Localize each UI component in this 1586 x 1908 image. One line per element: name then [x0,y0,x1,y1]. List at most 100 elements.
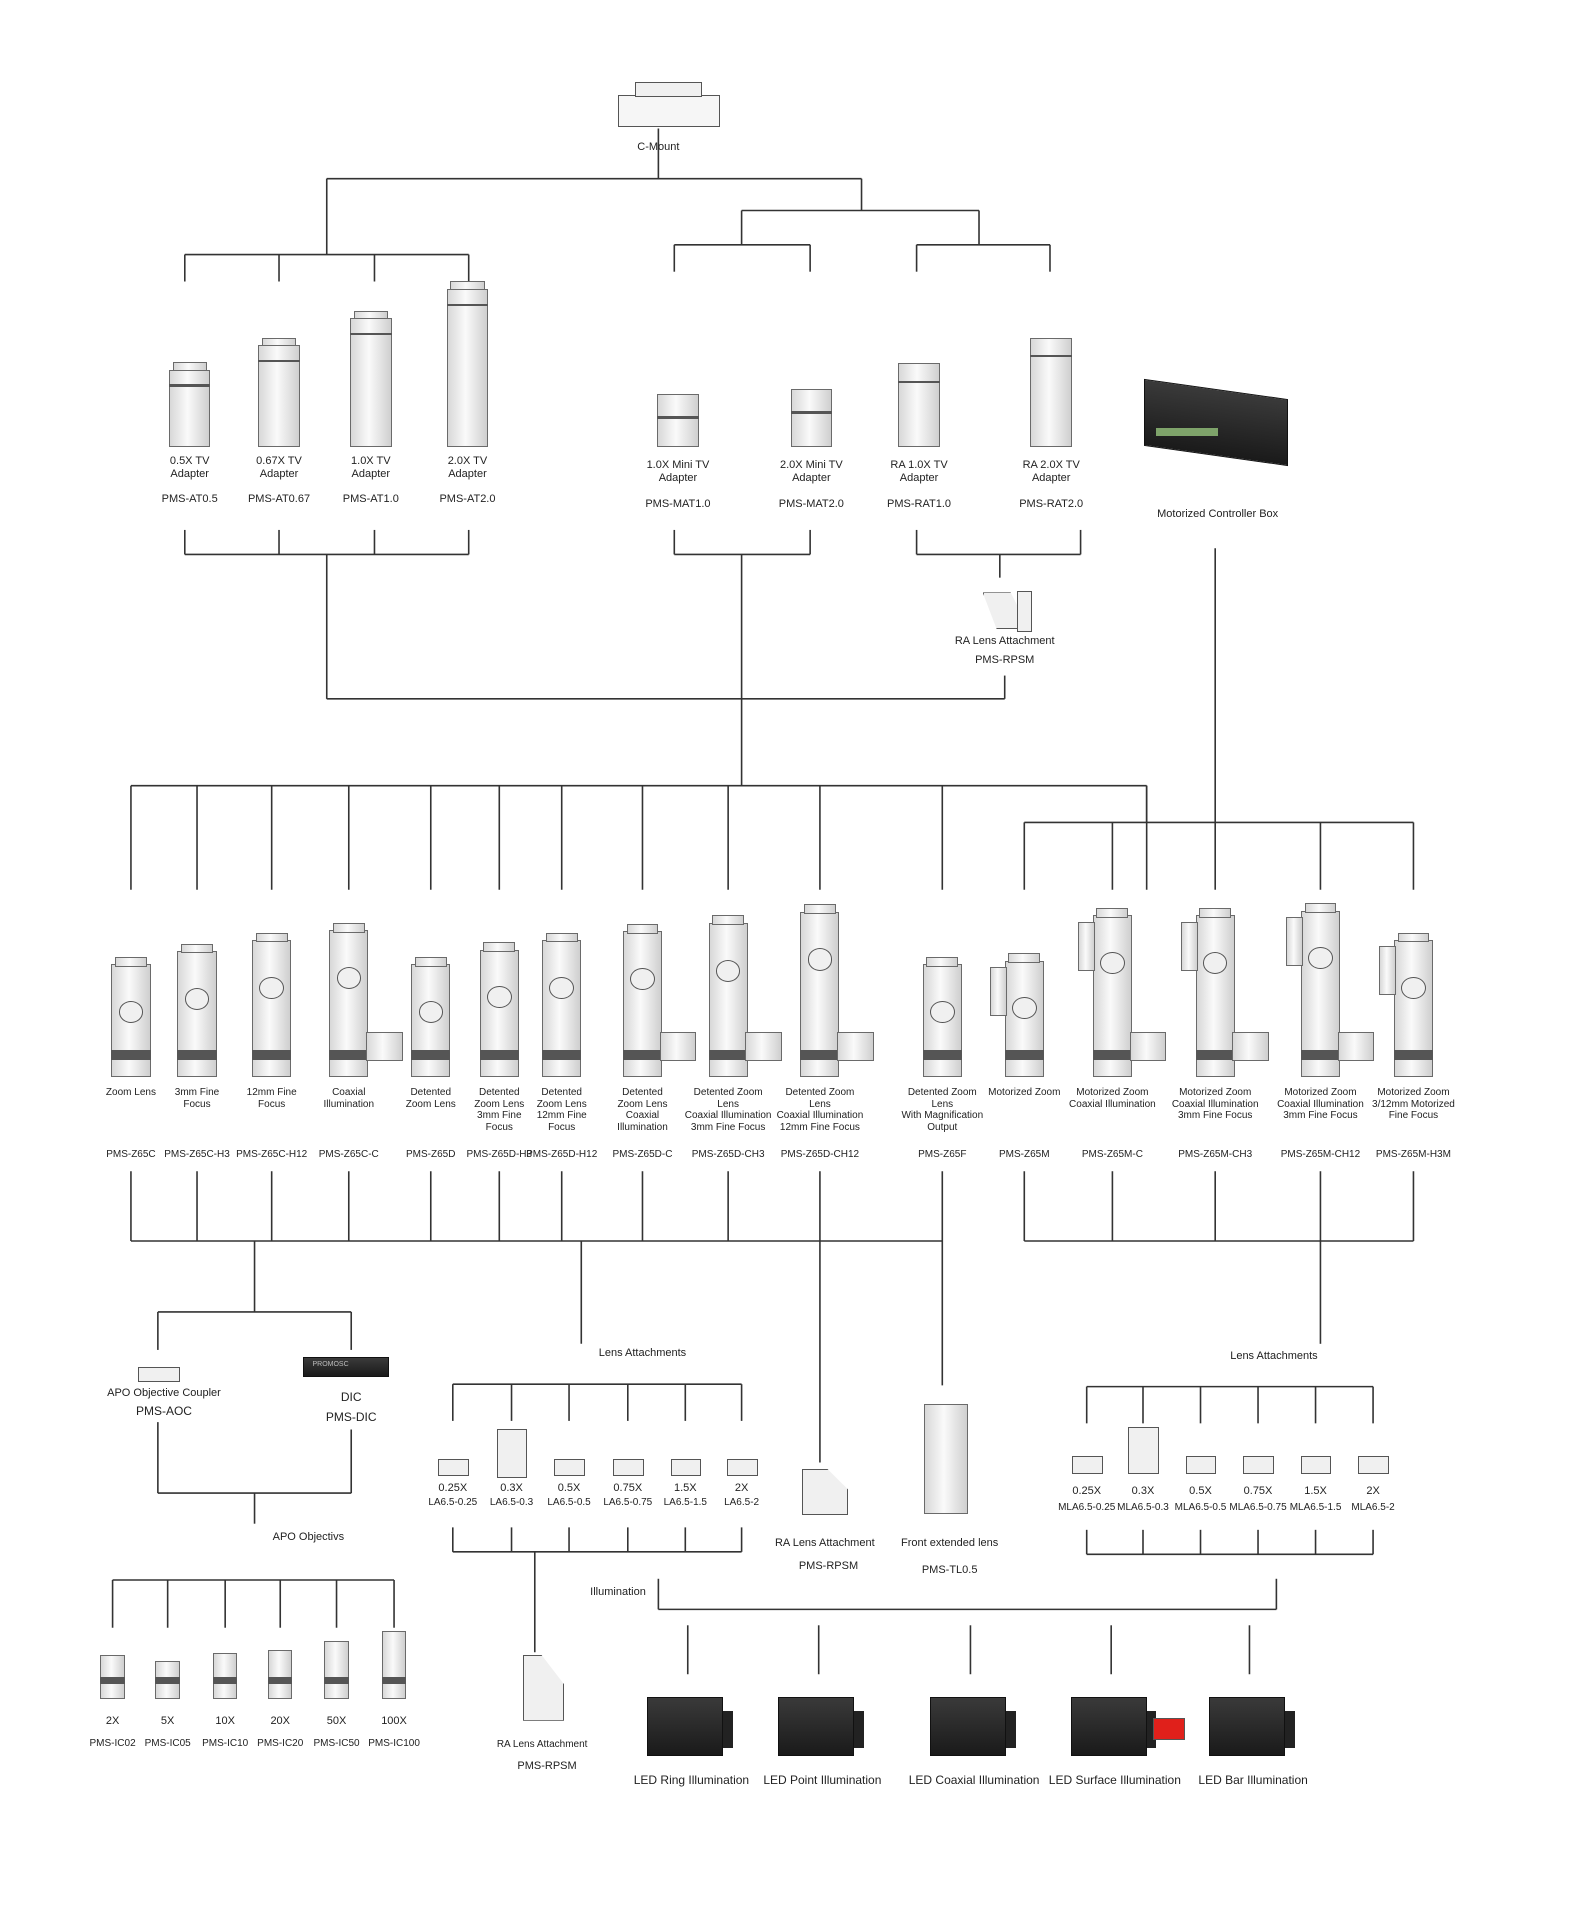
ra-attach-top-flange [1016,591,1032,632]
zoom-lens-5-code-line: PMS-Z65D [406,1149,456,1161]
zoom-lens-12-code: PMS-Z65M [969,1149,1079,1161]
zoom-lens-12-window [1012,997,1037,1020]
lens-attach-right-1-code: MLA6.5-0.25 [1052,1502,1122,1514]
mini-tv-1-device [657,394,699,447]
tv-adapter-4-name-line: Adapter [448,468,487,481]
lens-attach-right-label-line: Lens Attachments [1230,1349,1318,1362]
ra-attach-top-name-line: RA Lens Attachment [954,635,1055,648]
c-mount-label-line: C-Mount [637,140,680,153]
tv-adapter-4-band [446,303,489,306]
tv-adapter-2-code-line: PMS-AT0.67 [247,493,311,506]
zoom-lens-15-window [1308,947,1333,970]
zoom-lens-6-name-line: Detented [478,1086,520,1098]
ra-tv-1-code: PMS-RAT1.0 [864,498,974,511]
zoom-lens-14-coax-port [1232,1031,1270,1062]
zoom-lens-10-window [807,948,833,971]
zoom-lens-8-cap [626,924,659,934]
controller-label: Motorized Controller Box [1128,508,1308,521]
zoom-lens-16-code-line: PMS-Z65M-H3M [1375,1149,1451,1161]
apo-objectives-label: APO Objectivs [248,1531,368,1544]
apo-coupler-device [138,1367,180,1382]
illum-3-controller [930,1697,1006,1757]
zoom-lens-3-code-line: PMS-Z65C-H12 [236,1149,308,1161]
illum-5-name: LED Bar Illumination [1168,1773,1338,1787]
zoom-lens-9-code-line: PMS-Z65D-CH3 [691,1149,765,1161]
zoom-lens-15-cap [1304,903,1337,913]
lens-attach-left-5-code-line: LA6.5-1.5 [663,1496,707,1508]
lens-attach-left-2-code: LA6.5-0.3 [477,1497,547,1509]
zoom-lens-7-grip [542,1050,582,1060]
zoom-lens-15-body [1300,910,1341,1077]
objective-6-code: PMS-IC100 [359,1738,429,1750]
lens-attach-left-1-mag: 0.25X [418,1482,488,1495]
zoom-lens-2-code-line: PMS-Z65C-H3 [164,1149,230,1161]
lens-attach-right-4-code-line: MLA6.5-0.75 [1229,1501,1287,1513]
ra-attach-mid-name: RA Lens Attachment [740,1537,910,1550]
illumination-label: Illumination [568,1586,668,1599]
zoom-lens-16-name-line: Motorized Zoom [1377,1086,1450,1098]
zoom-lens-10-cap [804,904,836,915]
ra-tv-1-device [898,363,940,447]
zoom-lens-1-code-line: PMS-Z65C [106,1149,156,1161]
lens-attach-left-6-mag-line: 2X [734,1482,749,1495]
objective-3-mag-line: 10X [215,1714,235,1727]
lens-attach-right-3-mag-line: 0.5X [1189,1484,1212,1497]
dic-code: PMS-DIC [301,1410,401,1424]
zoom-lens-4-coax-port [365,1031,403,1062]
illum-4-name-line: LED Surface Illumination [1048,1773,1181,1788]
zoom-lens-14-grip [1195,1050,1235,1060]
zoom-lens-16-window [1401,976,1426,999]
zoom-lens-12-cap [1008,953,1041,964]
objective-5-code-line: PMS-IC50 [313,1737,360,1749]
mini-tv-2-name-line: 2.0X Mini TV [779,458,843,471]
dic-name-line: DIC [340,1390,362,1405]
zoom-lens-14-body [1195,915,1235,1077]
tv-adapter-4-code-line: PMS-AT2.0 [439,493,496,506]
zoom-lens-3-name-line: Focus [258,1098,286,1110]
zoom-lens-7-code: PMS-Z65D-H12 [507,1149,617,1161]
lens-attach-right-5-code: MLA6.5-1.5 [1281,1502,1351,1514]
ra-attach-top-code: PMS-RPSM [925,654,1085,667]
ra-attach-mid-name-line: RA Lens Attachment [774,1537,875,1550]
mini-tv-2-code: PMS-MAT2.0 [756,498,866,511]
illum-3-name-line: LED Coaxial Illumination [908,1773,1040,1788]
lens-attach-left-1-device [438,1458,469,1476]
lens-attach-left-5-code: LA6.5-1.5 [650,1497,720,1509]
zoom-lens-6-cap [483,942,516,953]
illum-4-controller [1070,1697,1147,1757]
mini-tv-1-code-line: PMS-MAT1.0 [645,498,711,511]
zoom-lens-4-grip [329,1050,369,1060]
objective-6-code-line: PMS-IC100 [368,1737,420,1749]
illum-2-controller [778,1697,855,1757]
apo-coupler-code-line: PMS-AOC [135,1403,192,1418]
mini-tv-2-device [790,389,833,447]
zoom-lens-4-window [336,966,361,989]
ra-attach-mid-code: PMS-RPSM [768,1560,888,1573]
objective-2-code: PMS-IC05 [133,1738,203,1750]
objective-3-code-line: PMS-IC10 [202,1737,249,1749]
ra-tv-1-band [898,380,940,384]
zoom-lens-5-cap [414,957,447,967]
objective-1-band [100,1676,125,1685]
zoom-lens-14-cap [1199,908,1232,918]
zoom-lens-4-code-line: PMS-Z65C-C [318,1149,379,1161]
zoom-lens-9-cap [712,915,745,926]
objective-4-band [268,1676,293,1685]
dic-device: PROMOSC [303,1357,390,1377]
zoom-lens-3-window [259,976,284,999]
lens-attach-right-2-code: MLA6.5-0.3 [1108,1502,1178,1514]
ra-tv-1-code-line: PMS-RAT1.0 [887,498,952,511]
objective-6-mag: 100X [359,1715,429,1728]
objective-5-code: PMS-IC50 [302,1738,372,1750]
lens-attach-right-5-device [1300,1456,1332,1474]
zoom-lens-13-cap [1096,908,1129,918]
c-mount-label: C-Mount [588,141,728,154]
zoom-lens-3-code: PMS-Z65C-H12 [217,1149,327,1161]
lens-attach-right-3-device [1185,1456,1217,1474]
objective-1-code-line: PMS-IC02 [89,1737,136,1749]
zoom-lens-10-name-line: Detented Zoom [785,1086,855,1098]
objective-1-mag: 2X [78,1715,148,1728]
